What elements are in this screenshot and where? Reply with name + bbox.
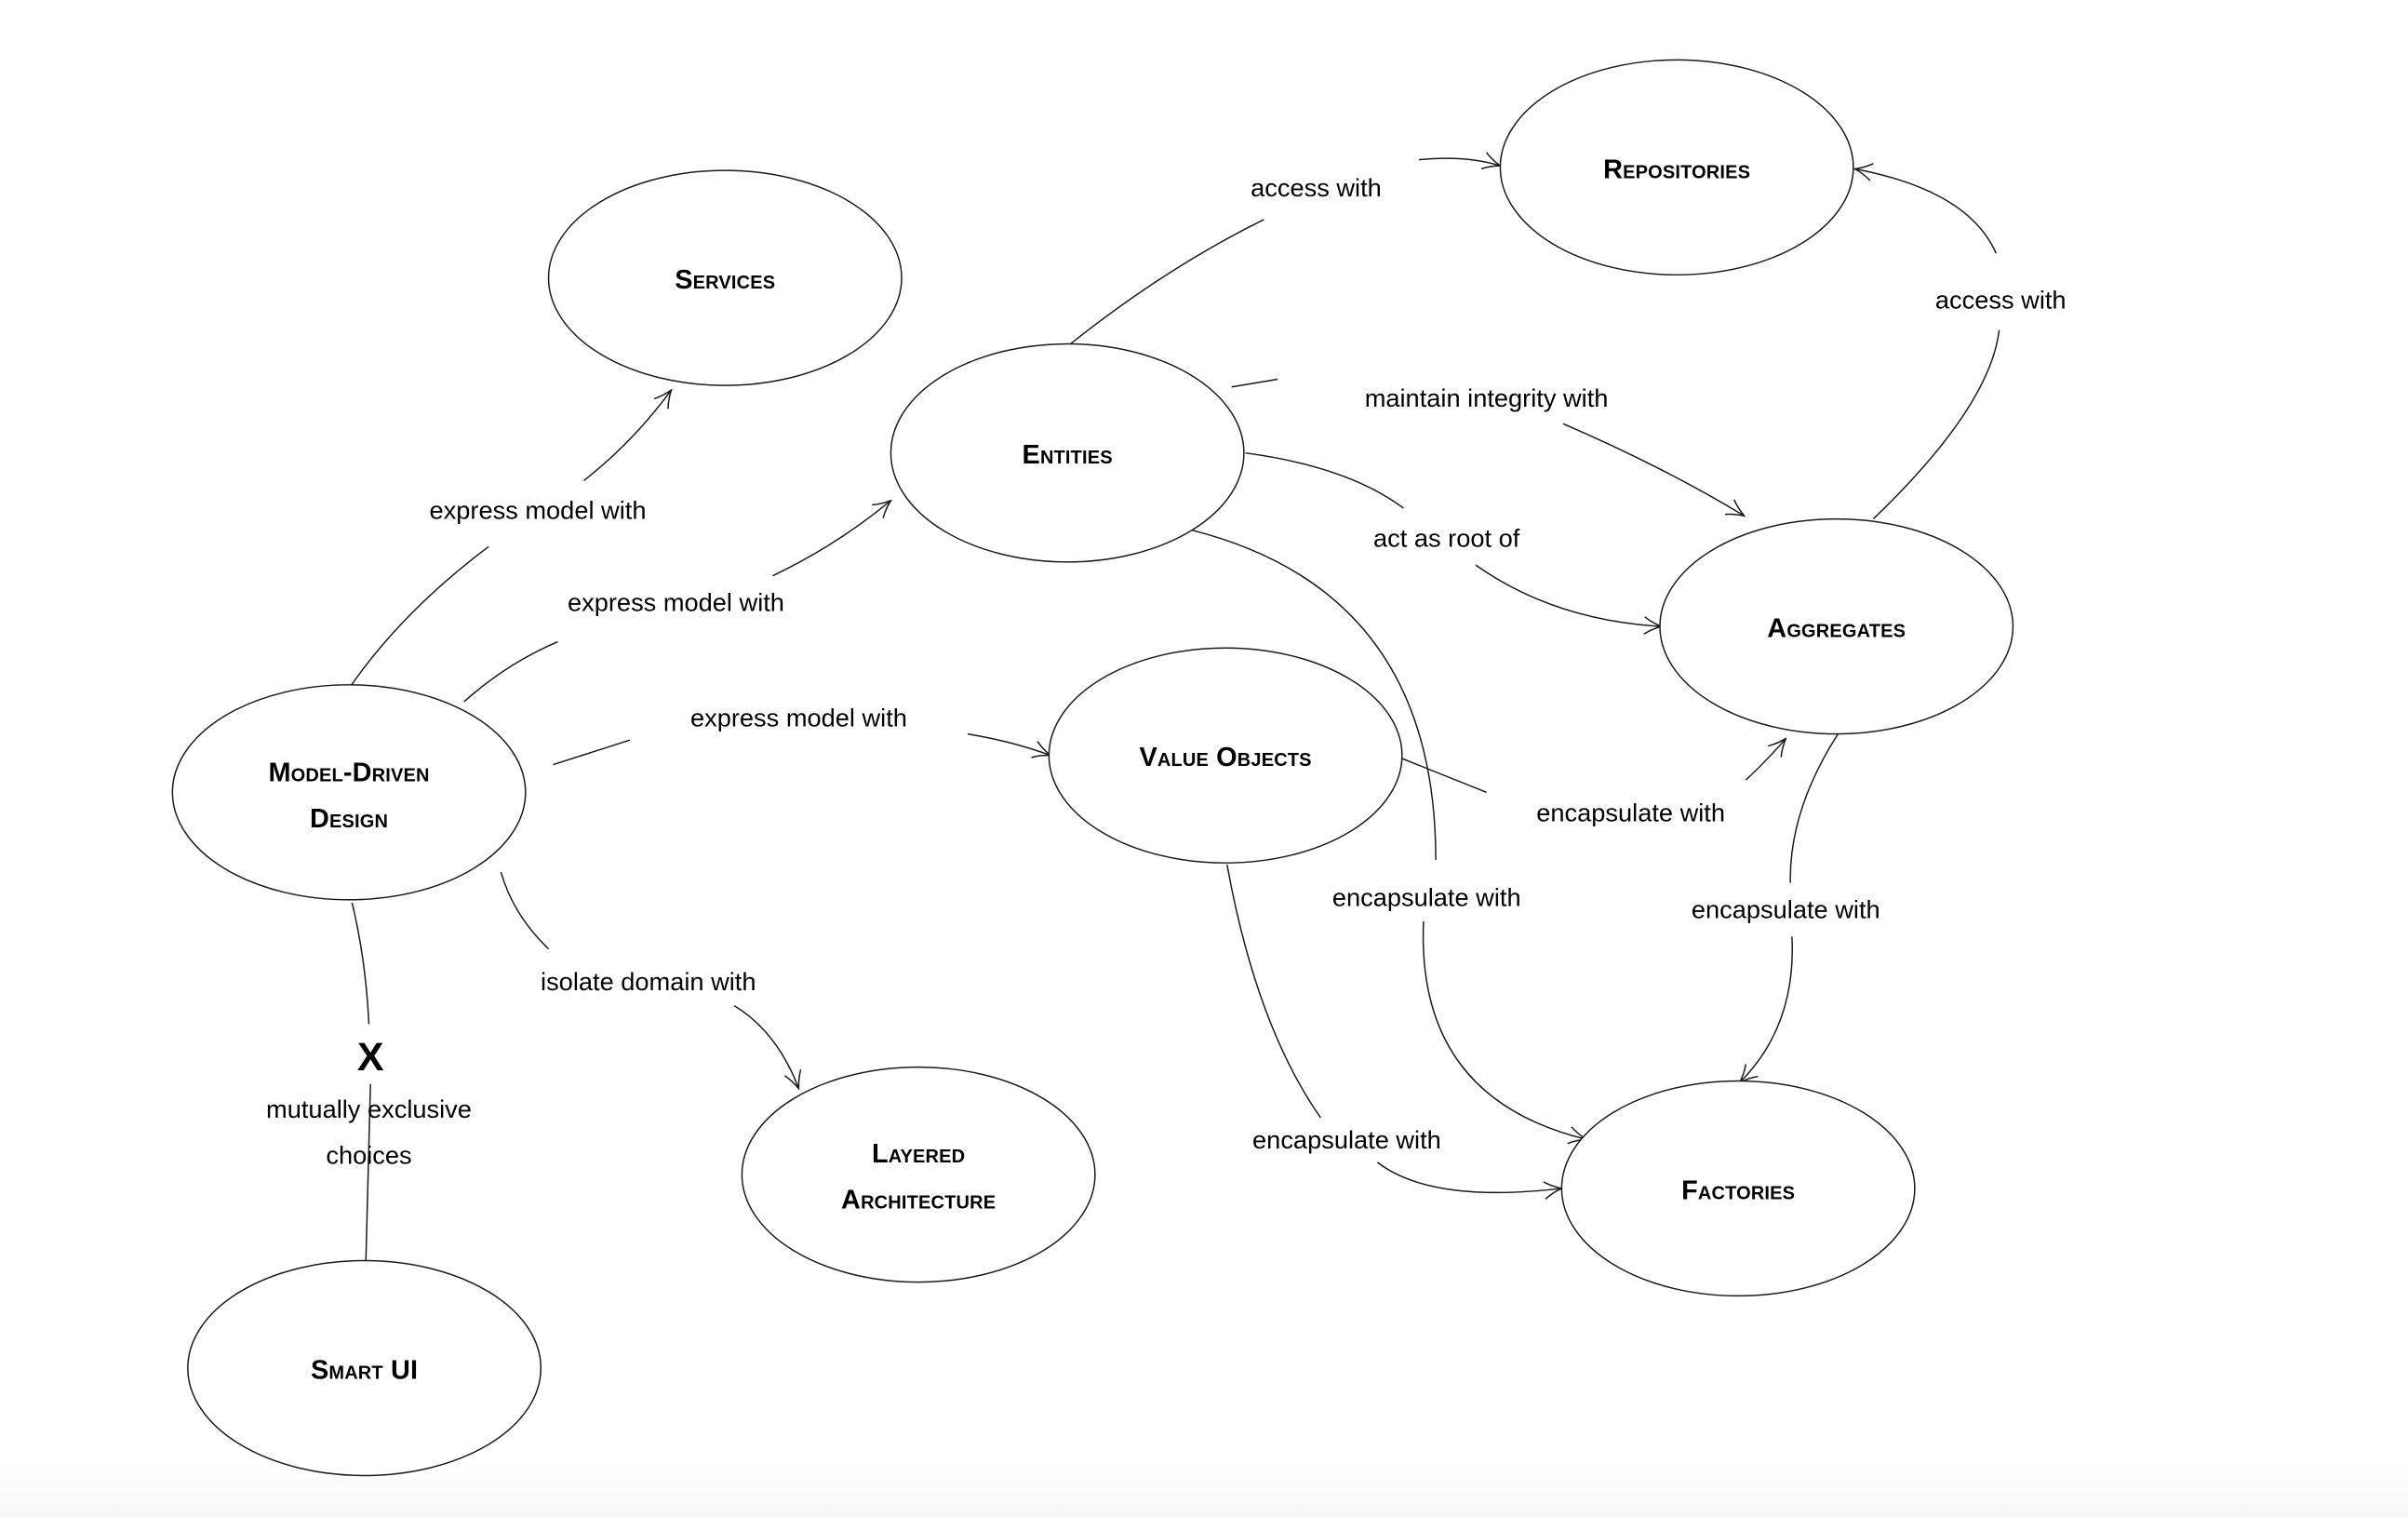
edge-entities-aggregates-integrity: maintain integrity with [1231, 378, 1745, 517]
edge-label: access with [1251, 173, 1382, 202]
node-label: Design [310, 804, 388, 834]
edge-line-arrow [1475, 564, 1662, 626]
edge-label: encapsulate with [1692, 895, 1880, 924]
edge-line [500, 871, 550, 950]
edge-aggregates-factories: encapsulate with [1692, 733, 1880, 1083]
edge-mdd-smart-ui: X mutually exclusive choices [266, 902, 472, 1263]
edge-line [553, 739, 631, 766]
node-shape [1499, 59, 1854, 276]
node-shape [1659, 517, 2014, 735]
edge-label: encapsulate with [1332, 882, 1521, 911]
node-label: Architecture [841, 1185, 996, 1215]
edge-line-arrow [772, 501, 890, 577]
edge-line [1245, 451, 1404, 509]
edge-line [350, 545, 489, 687]
edge-line [351, 902, 370, 1025]
edge-line [463, 640, 558, 703]
edge-label: choices [326, 1141, 411, 1170]
edge-mdd-entities: express model with [463, 501, 891, 703]
edge-label: maintain integrity with [1365, 383, 1609, 412]
mutually-exclusive-x-icon: X [357, 1035, 384, 1080]
edge-line-arrow [1376, 1161, 1561, 1193]
edge-label: access with [1935, 286, 2067, 315]
node-shape [1560, 1080, 1916, 1297]
node-layered-architecture: Layered Architecture [741, 1066, 1096, 1283]
edge-line [1231, 378, 1278, 388]
edge-value-objects-factories: encapsulate with [1226, 864, 1562, 1193]
node-shape [187, 1259, 542, 1477]
node-shape [547, 169, 903, 386]
edge-line [1872, 329, 2000, 520]
node-model-driven-design: Model-Driven Design [171, 684, 527, 901]
edge-line [1070, 219, 1264, 345]
node-label: Smart UI [311, 1356, 418, 1386]
edge-line-arrow [583, 390, 671, 481]
edge-line-arrow [967, 732, 1050, 756]
node-label: Model-Driven [268, 758, 429, 788]
edge-mdd-layered: isolate domain with [500, 871, 798, 1089]
edge-label: express model with [690, 703, 907, 732]
node-label: Layered [872, 1139, 965, 1169]
node-label: Repositories [1603, 154, 1750, 184]
edge-line-arrow [1745, 739, 1786, 781]
edge-line-arrow [1740, 936, 1793, 1082]
edge-aggregates-repositories: access with [1855, 168, 2067, 520]
node-shape [890, 342, 1245, 563]
node-value-objects: Value Objects [1048, 647, 1403, 864]
edge-line [1189, 529, 1437, 860]
node-label: Services [675, 265, 775, 295]
edge-entities-aggregates-root: act as root of [1245, 451, 1662, 626]
edge-label: encapsulate with [1252, 1125, 1441, 1154]
edge-line-arrow [733, 1004, 798, 1089]
edge-mdd-value-objects: express model with [553, 703, 1050, 766]
node-entities: Entities [890, 342, 1245, 563]
edge-value-objects-aggregates: encapsulate with [1401, 739, 1786, 827]
edge-line [1401, 758, 1487, 793]
node-shape [741, 1066, 1096, 1283]
node-repositories: Repositories [1499, 59, 1854, 276]
node-label: Factories [1681, 1175, 1795, 1205]
node-label: Entities [1023, 440, 1113, 470]
edge-label: express model with [568, 588, 784, 617]
node-label: Value Objects [1139, 743, 1311, 772]
edge-mdd-services: express model with [350, 390, 672, 687]
node-shape [171, 684, 527, 901]
node-services: Services [547, 169, 903, 386]
node-aggregates: Aggregates [1659, 517, 2014, 735]
edge-line-arrow [1855, 168, 1997, 254]
edge-line-arrow [1422, 920, 1586, 1139]
node-label: Aggregates [1767, 614, 1906, 644]
node-factories: Factories [1560, 1080, 1916, 1297]
edge-label: isolate domain with [541, 967, 756, 996]
edge-line [1789, 733, 1839, 883]
edge-label: express model with [430, 496, 647, 525]
node-shape [1048, 647, 1403, 864]
edge-line-arrow [1418, 158, 1500, 166]
edge-label: encapsulate with [1536, 799, 1725, 827]
edge-entities-repositories: access with [1070, 158, 1500, 345]
edge-entities-factories: encapsulate with [1189, 529, 1586, 1139]
edge-line [365, 1083, 371, 1263]
edge-line [1226, 864, 1321, 1119]
edge-label: mutually exclusive [266, 1094, 472, 1123]
edge-line-arrow [1562, 423, 1745, 516]
node-smart-ui: Smart UI [187, 1259, 542, 1477]
edge-label: act as root of [1373, 523, 1520, 552]
